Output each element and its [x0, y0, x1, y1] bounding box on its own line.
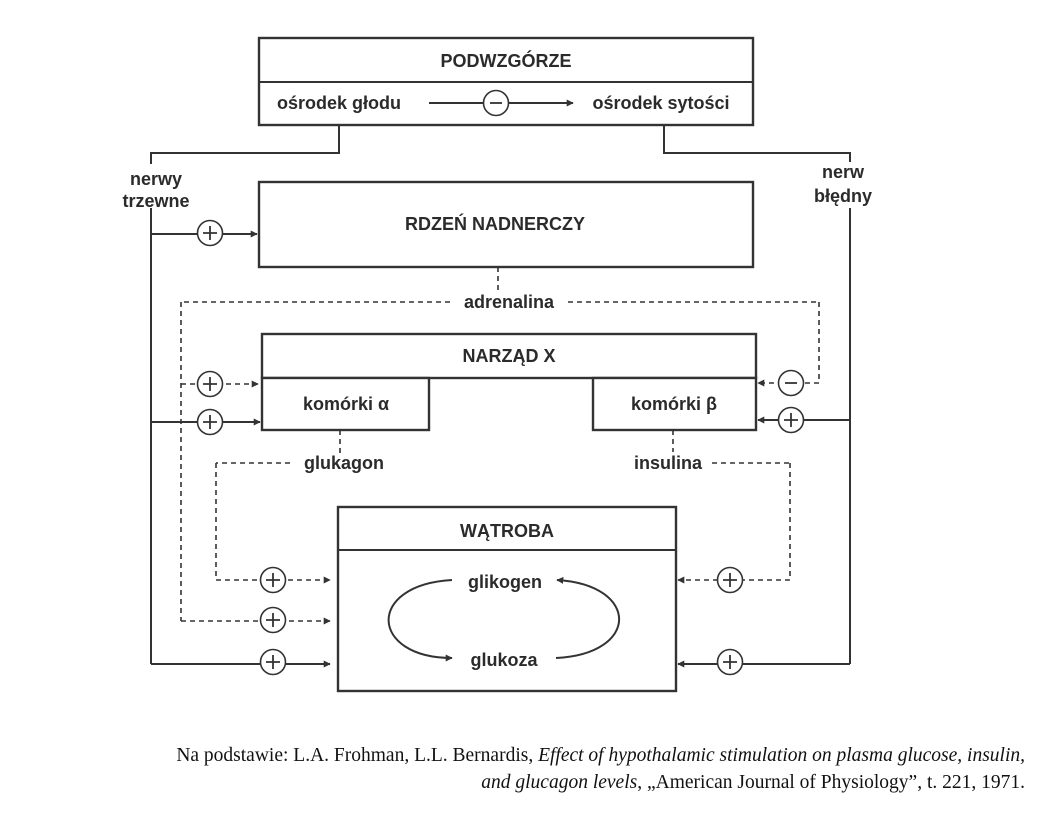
osrodek-sytosci-label: ośrodek sytości [592, 93, 729, 113]
nerw-bledny-label-line1: nerw [822, 162, 865, 182]
source-caption: Na podstawie: L.A. Frohman, L.L. Bernard… [20, 742, 1025, 796]
caption-prefix: Na podstawie: L.A. Frohman, L.L. Bernard… [176, 745, 539, 766]
glikogen-label: glikogen [468, 572, 542, 592]
nerw-bledny-label-line2: błędny [814, 186, 872, 206]
nerwy-trzewne-label-line2: trzewne [122, 191, 189, 211]
glikogen-to-glukoza-arrow [387, 579, 453, 662]
watroba-title: WĄTROBA [460, 521, 554, 541]
diagram-canvas: PODWZGÓRZE ośrodek głodu ośrodek sytości… [122, 36, 872, 693]
rdzen-nadnerczy-title: RDZEŃ NADNERCZY [405, 213, 585, 234]
caption-title-part2: and glucagon levels [481, 772, 638, 793]
insulina-label: insulina [634, 453, 703, 473]
glukoza-to-glikogen-arrow [555, 576, 621, 659]
glukagon-label: glukagon [304, 453, 384, 473]
glukoza-label: glukoza [470, 650, 538, 670]
adrenalina-label: adrenalina [464, 292, 555, 312]
plus-sign-icon [716, 566, 744, 594]
glod-sytosc-inhibition [429, 89, 574, 117]
narzad-x-box: NARZĄD X komórki α komórki β [260, 332, 758, 432]
caption-title-part1: Effect of hypothalamic stimulation on pl… [538, 745, 1025, 766]
podwzgorze-title: PODWZGÓRZE [441, 50, 572, 71]
rdzen-nadnerczy-box: RDZEŃ NADNERCZY [257, 180, 755, 269]
plus-sign-icon [196, 219, 224, 247]
plus-sign-icon [196, 370, 224, 398]
caption-suffix: , „American Journal of Physiology”, t. 2… [637, 772, 1025, 793]
insulina-pathway: insulina [634, 430, 791, 584]
plus-sign-icon [259, 566, 287, 594]
nerwy-trzewne-pathway: nerwy trzewne [122, 125, 340, 668]
caption-line-2: and glucagon levels, „American Journal o… [20, 769, 1025, 796]
komorki-alfa-label: komórki α [303, 394, 389, 414]
watroba-box: WĄTROBA glikogen glukoza [336, 505, 678, 693]
nerw-bledny-pathway: nerw błędny [663, 125, 872, 668]
plus-sign-icon [716, 648, 744, 676]
plus-sign-icon [196, 408, 224, 436]
komorki-beta-label: komórki β [631, 394, 717, 414]
adrenalina-pathway: adrenalina [180, 267, 820, 625]
plus-sign-icon [259, 606, 287, 634]
plus-sign-icon [259, 648, 287, 676]
plus-sign-icon [777, 406, 805, 434]
podwzgorze-box: PODWZGÓRZE ośrodek głodu ośrodek sytości [257, 36, 755, 127]
minus-sign-icon [777, 369, 805, 397]
nerwy-trzewne-label-line1: nerwy [130, 169, 182, 189]
narzad-x-title: NARZĄD X [463, 346, 556, 366]
caption-line-1: Na podstawie: L.A. Frohman, L.L. Bernard… [20, 742, 1025, 769]
osrodek-glodu-label: ośrodek głodu [277, 93, 401, 113]
